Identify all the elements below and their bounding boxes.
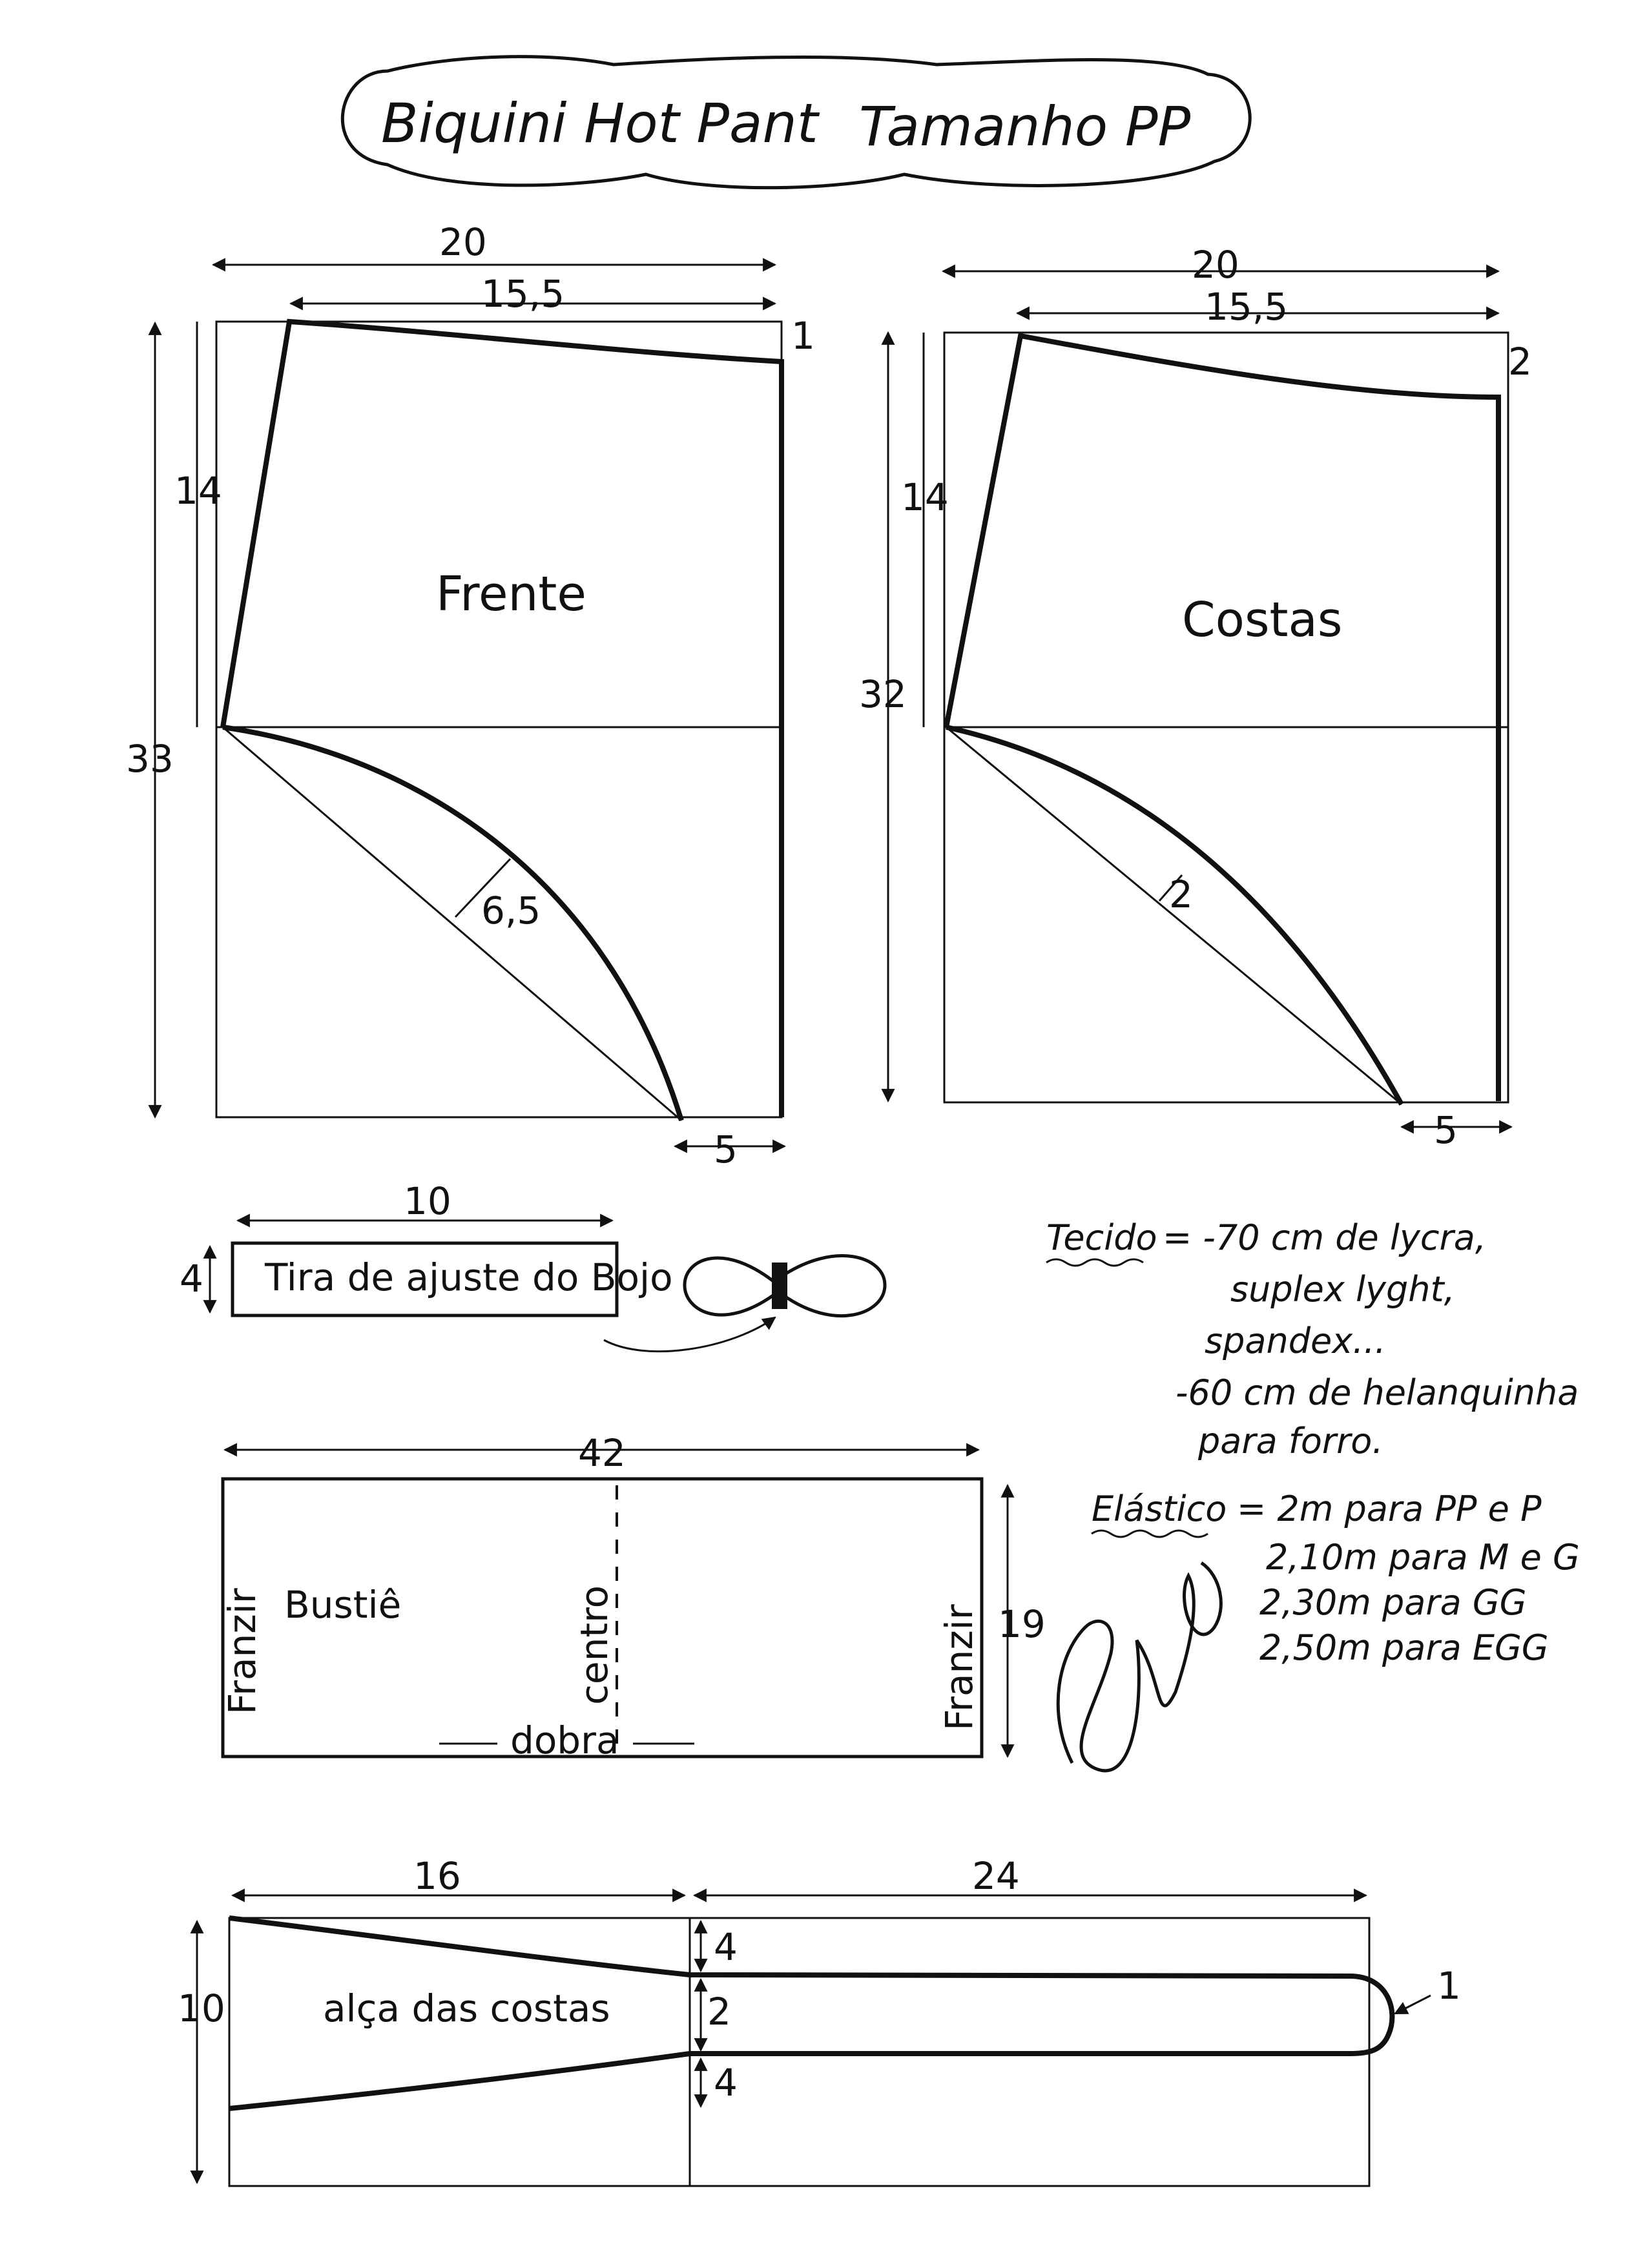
- back-panel-height-upper: 14: [901, 475, 949, 519]
- back-panel-cut-line: [944, 333, 1501, 1101]
- elastic-line-2: 2,10m para M e G: [1266, 1537, 1580, 1578]
- bustier-center: centro: [572, 1585, 616, 1705]
- elastic-heading-underline: [1091, 1529, 1208, 1538]
- front-panel-curve-depth-marker: [454, 858, 512, 918]
- back-panel-outline: [943, 331, 1509, 1104]
- back-panel-crotch-curve: [946, 725, 1404, 1106]
- back-panel-curve-depth: 2: [1169, 872, 1193, 916]
- title-banner: Biquini Hot Pant Tamanho PP: [340, 55, 1252, 190]
- bustier-width: 42: [578, 1431, 626, 1475]
- bow-knot-icon: [772, 1263, 787, 1309]
- elastic-heading: Elástico: [1092, 1489, 1227, 1529]
- fabric-heading-underline: [1046, 1258, 1144, 1267]
- front-panel: 20 15,5 1 14 33 Frente 6,5 5: [126, 220, 815, 1171]
- bow-pointer-arrow: [603, 1316, 776, 1353]
- back-panel-width-top: 15,5: [1205, 285, 1288, 329]
- back-strap-cut-line: [229, 1915, 1395, 2111]
- bustier-gather-left: Franzir: [220, 1588, 264, 1715]
- back-strap-top-band: 4: [714, 1925, 738, 1969]
- back-panel-waist-drop: 2: [1508, 340, 1532, 384]
- bustier-piece: 42 19 Bustiê Franzir Franzir centro dobr…: [220, 1431, 1046, 1762]
- back-panel-crotch-diagonal: [946, 726, 1402, 1106]
- bow-illustration: [603, 1254, 887, 1353]
- front-panel-waist-drop: 1: [791, 314, 815, 358]
- back-strap-end-curve: 1: [1437, 1964, 1461, 2008]
- bustier-fold: dobra: [510, 1718, 619, 1762]
- strip-label: Tira de ajuste do Bojo: [264, 1255, 673, 1299]
- front-panel-crotch-diagonal: [222, 726, 682, 1122]
- back-strap-piece: 16 24 10 4 2 4 1 alça das costas: [178, 1854, 1461, 2187]
- fabric-line-5: para forro.: [1197, 1421, 1383, 1461]
- front-panel-label: Frente: [436, 566, 586, 622]
- strip-height: 4: [180, 1257, 203, 1301]
- title-text: Biquini Hot Pant: [381, 92, 820, 155]
- elastic-line-1: = 2m para PP e P: [1237, 1489, 1542, 1529]
- front-panel-bottom-width: 5: [714, 1128, 738, 1171]
- back-panel-width-total: 20: [1192, 243, 1239, 287]
- back-strap-length-rest: 24: [972, 1854, 1020, 1898]
- signature-scribble: [1056, 1561, 1223, 1773]
- elastic-line-4: 2,50m para EGG: [1259, 1627, 1549, 1668]
- fabric-line-3: spandex...: [1205, 1321, 1386, 1361]
- front-panel-height-total: 33: [126, 737, 174, 781]
- elastic-line-3: 2,30m para GG: [1259, 1582, 1527, 1623]
- title-cloud-outline: [340, 55, 1252, 190]
- bustier-outline: [221, 1477, 984, 1758]
- strip-outline: [231, 1241, 619, 1317]
- back-strap-end-curve-arrow: [1394, 1994, 1431, 2015]
- bustier-label: Bustiê: [284, 1583, 401, 1627]
- front-panel-width-total: 20: [439, 220, 487, 264]
- back-panel-bottom-width: 5: [1434, 1108, 1458, 1152]
- front-panel-cut-line: [220, 318, 784, 1117]
- back-strap-label: alça das costas: [323, 1986, 610, 2030]
- front-panel-width-top: 15,5: [481, 272, 565, 316]
- back-panel: 20 15,5 2 14 32 Costas 2 5: [859, 243, 1532, 1152]
- back-panel-curve-depth-marker: [1158, 874, 1183, 902]
- strip-width: 10: [404, 1179, 451, 1223]
- back-strap-height-total: 10: [178, 1986, 225, 2030]
- front-panel-curve-depth: 6,5: [481, 889, 541, 933]
- fabric-heading: Tecido: [1046, 1217, 1157, 1258]
- fabric-line-4: -60 cm de helanquinha: [1176, 1372, 1579, 1413]
- fabric-line-2: suplex lyght,: [1230, 1269, 1455, 1310]
- back-strap-bottom-band: 4: [714, 2061, 738, 2105]
- size-text: Tamanho PP: [859, 95, 1190, 158]
- bustier-gather-right: Franzir: [937, 1604, 981, 1731]
- fabric-line-1: = -70 cm de lycra,: [1163, 1217, 1486, 1258]
- bustier-height: 19: [998, 1602, 1046, 1646]
- strip-piece: 10 4 Tira de ajuste do Bojo: [180, 1179, 673, 1317]
- back-strap-middle-band: 2: [707, 1990, 731, 2034]
- back-panel-height-total: 32: [859, 672, 907, 716]
- materials-notes: Tecido = -70 cm de lycra, suplex lyght, …: [1046, 1217, 1580, 1668]
- back-panel-label: Costas: [1182, 592, 1342, 648]
- front-panel-outline: [215, 320, 783, 1119]
- front-panel-height-upper: 14: [174, 469, 222, 513]
- front-panel-crotch-curve: [222, 725, 684, 1122]
- back-strap-length-taper: 16: [413, 1854, 461, 1898]
